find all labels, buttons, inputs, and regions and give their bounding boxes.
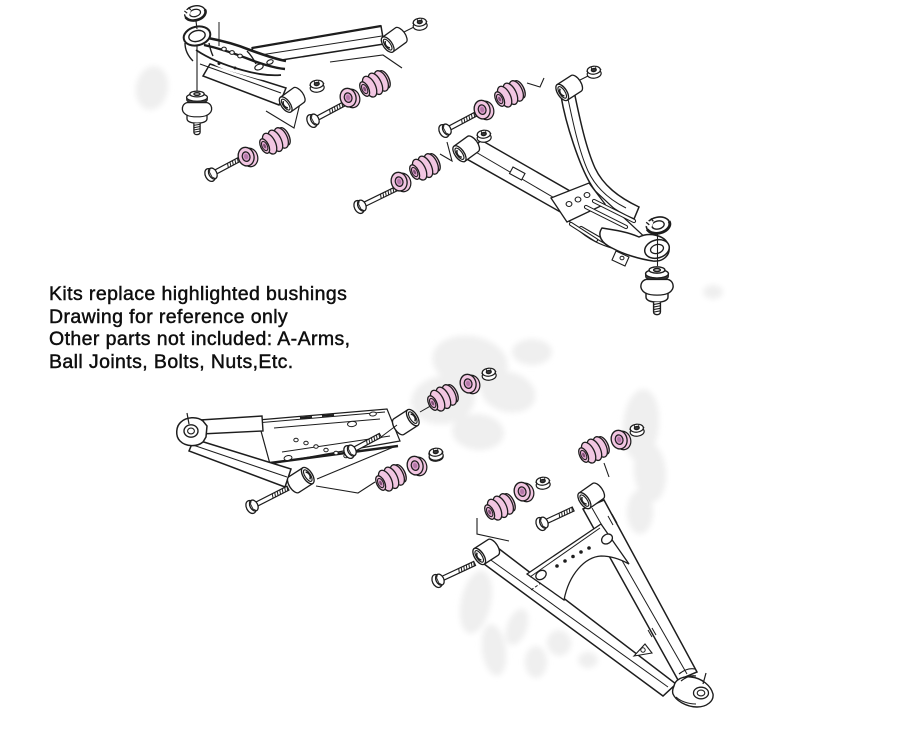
svg-text:Other parts not included: A-Ar: Other parts not included: A-Arms, — [49, 328, 351, 350]
svg-text:Ball Joints, Bolts, Nuts,Etc.: Ball Joints, Bolts, Nuts,Etc. — [49, 351, 294, 373]
svg-text:Drawing for reference only: Drawing for reference only — [49, 306, 288, 328]
svg-text:Kits replace highlighted bushi: Kits replace highlighted bushings — [49, 283, 347, 305]
